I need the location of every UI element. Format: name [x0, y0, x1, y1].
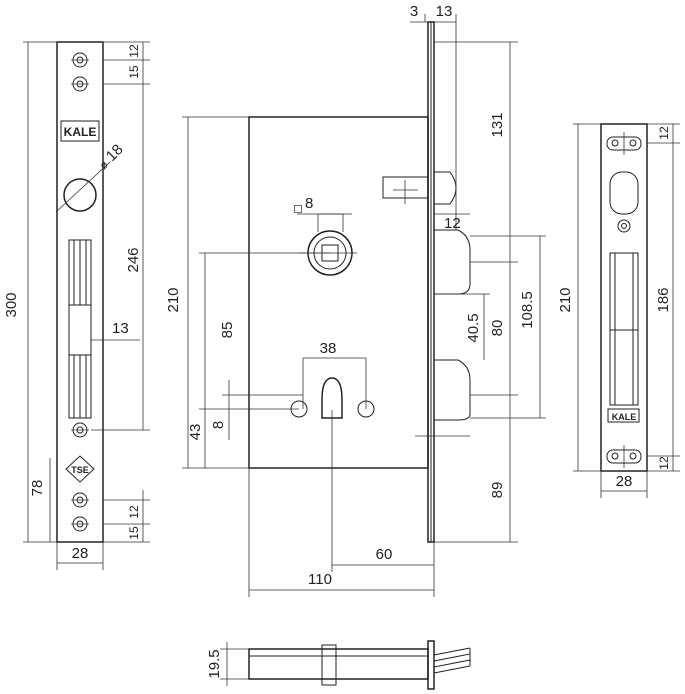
cylinder-hole: 38 — [290, 340, 375, 440]
dim-131: 131 — [489, 112, 506, 137]
screw-hole-bottom-1 — [71, 492, 89, 508]
dim-3: 3 — [410, 3, 418, 20]
dim-28-strike: 28 — [616, 473, 633, 490]
dim-8-bottom: 8 — [210, 421, 227, 429]
dim-15-bottom: 15 — [127, 526, 141, 540]
dim-78: 78 — [29, 480, 46, 497]
strike-screw-top — [606, 132, 642, 155]
dim-40-5: 40.5 — [465, 313, 482, 342]
dim-13-top: 13 — [436, 3, 453, 20]
lock-bottom-view: 19.5 — [206, 640, 471, 690]
bolt-openings — [68, 239, 92, 419]
deadbolt — [433, 229, 471, 421]
screw-hole-top-2 — [71, 76, 89, 92]
dim-12-bolt: 12 — [444, 215, 461, 232]
dim-186: 186 — [655, 287, 672, 312]
dim-square-8: 8 — [305, 195, 313, 212]
knob-hole-prefix: ø — [98, 159, 111, 172]
kale-logo: KALE — [60, 120, 100, 142]
dim-210-case: 210 — [165, 287, 182, 312]
screw-hole-middle — [71, 422, 89, 438]
kale-logo-text: KALE — [64, 125, 97, 139]
dim-85: 85 — [219, 322, 236, 339]
dim-19-5: 19.5 — [206, 649, 223, 678]
screw-hole-top-1 — [71, 52, 89, 68]
dim-28-front: 28 — [72, 545, 89, 562]
screw-hole-bottom-2 — [71, 516, 89, 532]
square-prefix: ◻ — [293, 201, 303, 215]
dim-80: 80 — [489, 320, 506, 337]
dim-12-strike-top: 12 — [657, 126, 671, 140]
dim-13-bar: 13 — [112, 320, 129, 337]
tse-logo: TSE — [65, 455, 95, 483]
dim-38: 38 — [320, 340, 337, 357]
follower-hub: ◻ 8 — [293, 195, 357, 276]
dim-89: 89 — [489, 482, 506, 499]
dim-110: 110 — [308, 571, 332, 588]
strike-kale-text: KALE — [612, 412, 637, 422]
strike-plate: KALE 210 12 186 12 28 — [557, 123, 680, 498]
dim-12-strike-bot: 12 — [657, 456, 671, 470]
dim-210-strike: 210 — [557, 287, 574, 312]
strike-latch-hole — [609, 171, 639, 233]
dim-246: 246 — [125, 247, 142, 272]
dim-43: 43 — [187, 424, 204, 441]
dim-12-top: 12 — [127, 44, 141, 58]
strike-kale-logo: KALE — [607, 408, 640, 423]
dim-300: 300 — [3, 292, 20, 317]
lock-body-side-view: ◻ 8 38 210 85 43 — [165, 3, 546, 597]
latch-bolt — [382, 171, 457, 205]
knob-hole-dim: 18 — [103, 141, 127, 165]
strike-bolt-hole — [609, 252, 639, 406]
tse-logo-text: TSE — [71, 465, 89, 475]
knob-hole: ø 18 — [55, 141, 127, 213]
strike-screw-bottom — [606, 445, 642, 468]
dim-12-bottom: 12 — [127, 505, 141, 519]
dim-60: 60 — [376, 546, 393, 563]
dim-108-5: 108.5 — [519, 291, 536, 329]
dim-15-top: 15 — [127, 65, 141, 79]
faceplate-front-view: KALE ø 18 TSE — [3, 41, 150, 570]
